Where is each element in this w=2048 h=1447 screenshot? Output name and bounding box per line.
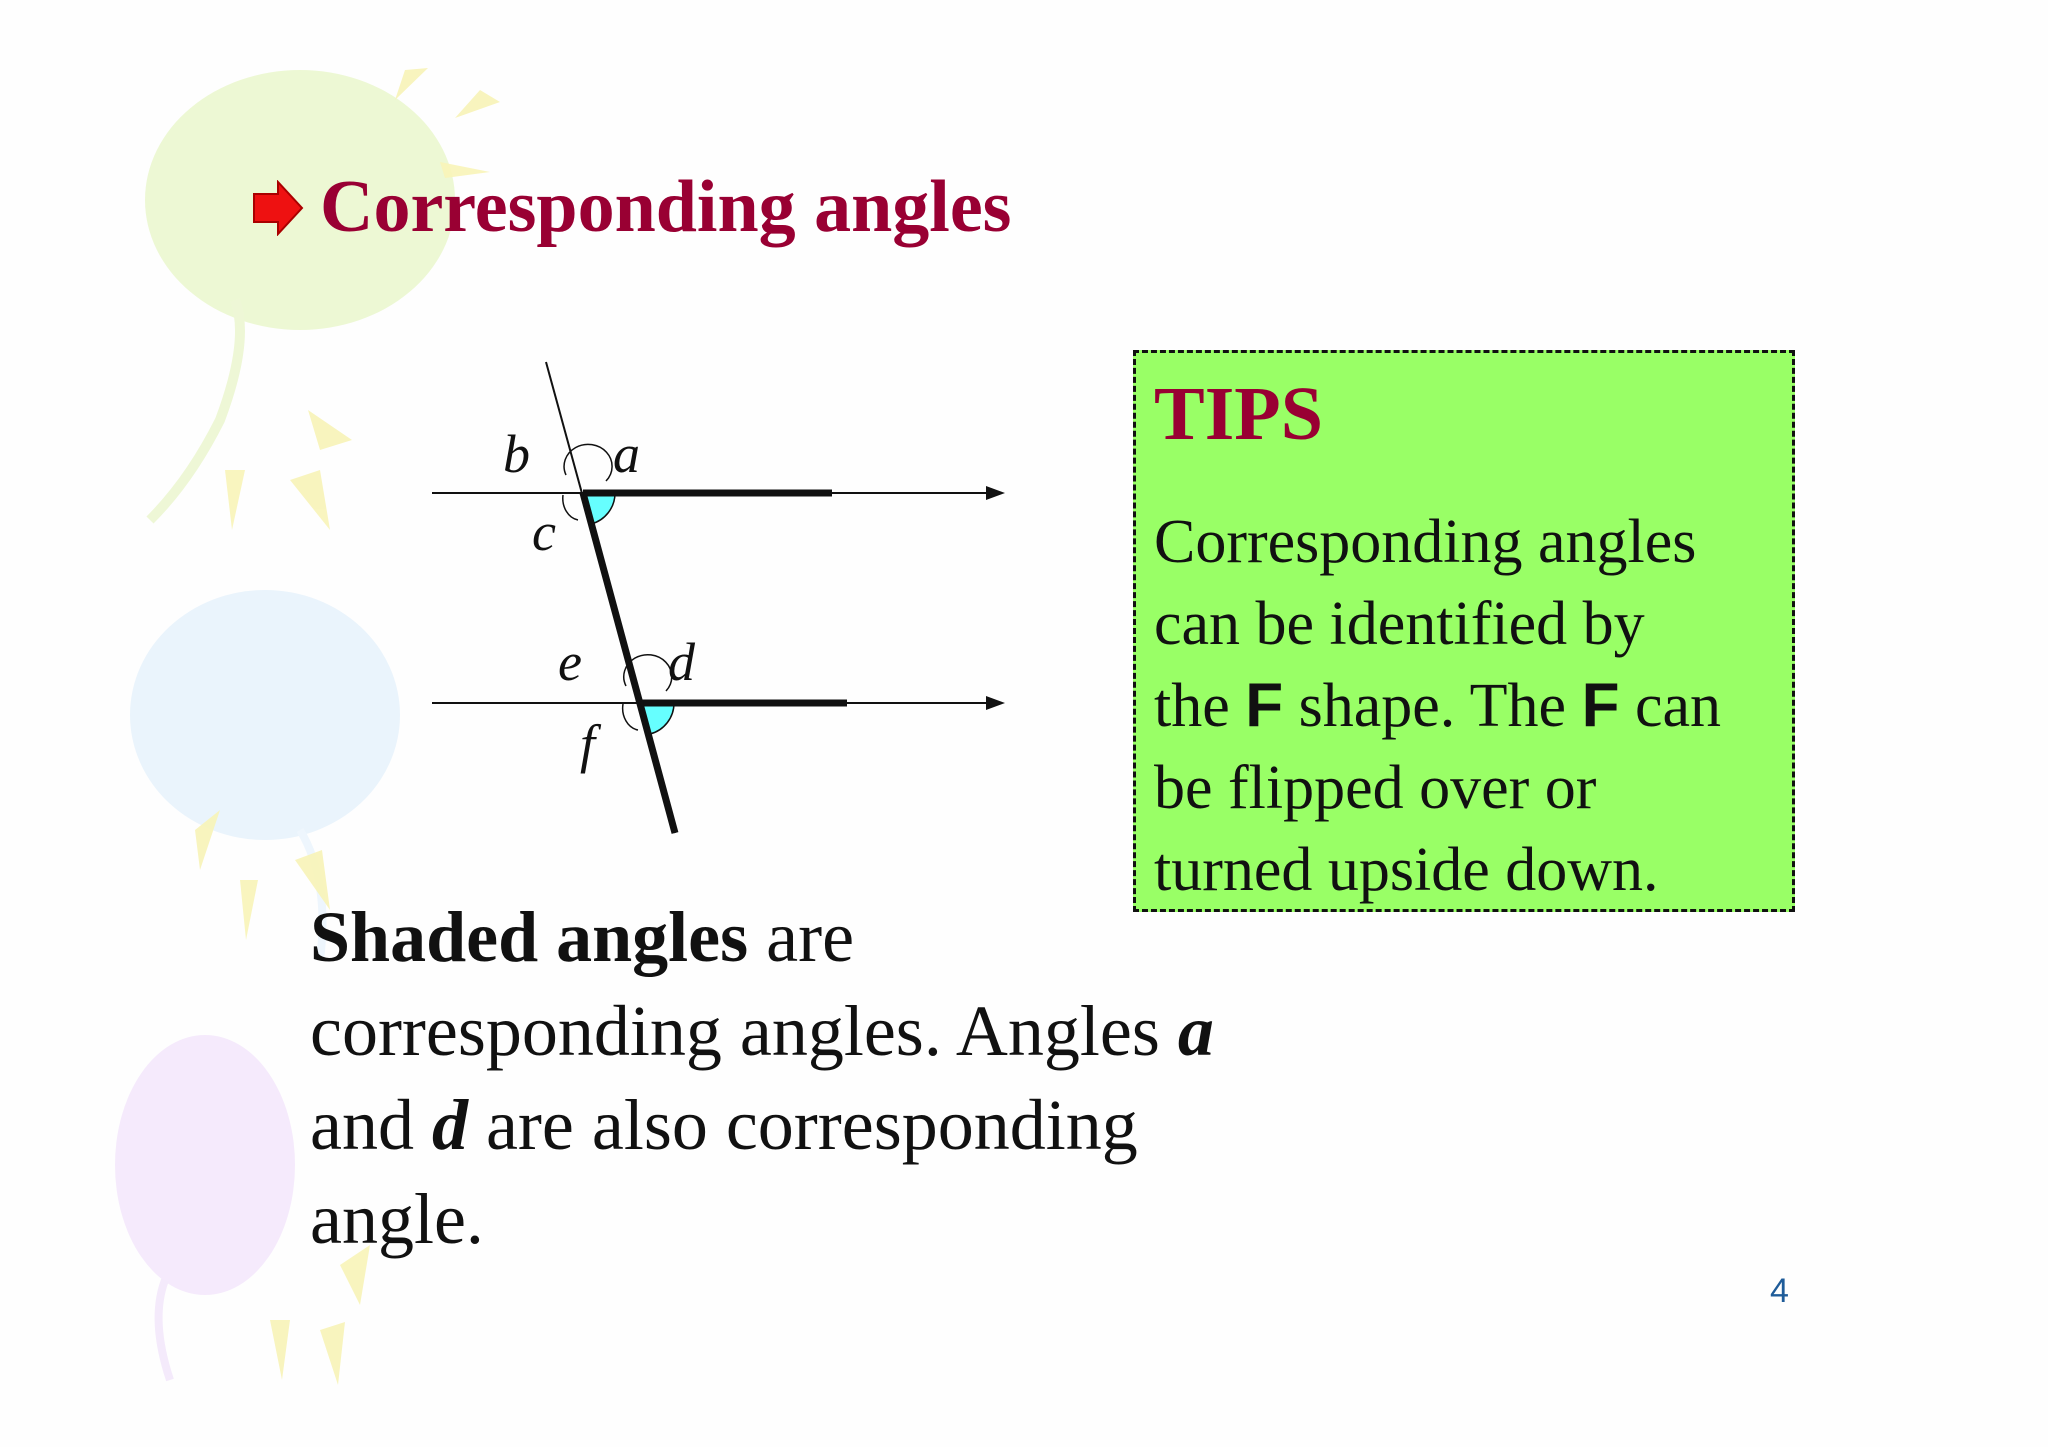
arrowhead-lower xyxy=(986,696,1005,710)
tips-line-4: be flipped over or xyxy=(1154,754,1597,822)
var-a: a xyxy=(1177,991,1214,1071)
angle-arc-lower xyxy=(621,653,673,731)
main-line-3-pre: and xyxy=(310,1085,432,1165)
tips-box: TIPS Corresponding angles can be identif… xyxy=(1133,350,1795,912)
shaded-angles-term: Shaded angles xyxy=(310,897,749,977)
f-letter-1: F xyxy=(1245,671,1284,740)
tips-line-1: Corresponding angles xyxy=(1154,508,1697,576)
tips-body: Corresponding angles can be identified b… xyxy=(1154,501,1794,911)
angle-label-c: c xyxy=(532,502,556,562)
main-line-4: angle. xyxy=(310,1179,484,1259)
angle-label-b: b xyxy=(503,424,530,484)
tips-line-3-pre: the xyxy=(1154,672,1246,740)
transversal-line xyxy=(545,361,676,834)
page-number: 4 xyxy=(1770,1272,1789,1310)
angle-label-a: a xyxy=(613,424,640,484)
main-line-2: corresponding angles. Angles a xyxy=(310,984,1410,1078)
arrowhead-upper xyxy=(986,486,1005,500)
angle-label-d: d xyxy=(668,632,696,692)
red-arrow-bullet-icon xyxy=(253,179,304,236)
angle-label-e: e xyxy=(558,632,582,692)
angle-label-f: f xyxy=(580,714,602,774)
tips-line-5: turned upside down. xyxy=(1154,836,1659,904)
angle-arc-upper xyxy=(562,443,613,521)
tips-line-3-post: can xyxy=(1619,672,1721,740)
main-line-3-rest: are also corresponding xyxy=(467,1085,1138,1165)
main-explanation: Shaded angles are corresponding angles. … xyxy=(310,890,1410,1266)
tips-heading: TIPS xyxy=(1154,372,1323,456)
f-letter-2: F xyxy=(1581,671,1620,740)
var-d: d xyxy=(431,1085,468,1165)
slide-title: Corresponding angles xyxy=(320,166,1012,248)
main-line-2-text: corresponding angles. Angles xyxy=(310,991,1178,1071)
main-line-3: and d are also corresponding xyxy=(310,1078,1410,1172)
tips-line-3-mid: shape. The xyxy=(1283,672,1582,740)
parallel-lines-diagram: b a c e d f xyxy=(432,361,1005,834)
tips-line-2: can be identified by xyxy=(1154,590,1645,658)
main-line-1-rest: are xyxy=(748,897,855,977)
title-row: Corresponding angles xyxy=(252,165,1011,250)
main-line-1: Shaded angles are xyxy=(310,890,1410,984)
tips-line-3: the F shape. The F can xyxy=(1154,665,1794,747)
